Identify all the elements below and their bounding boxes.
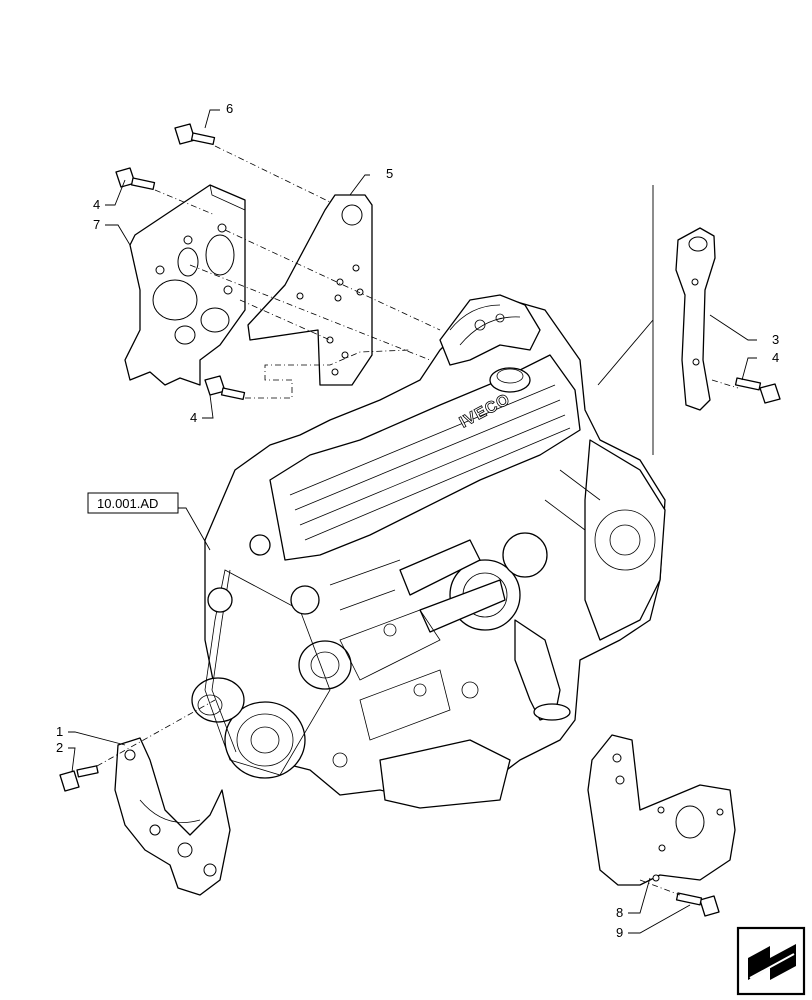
assembly-lines (96, 145, 739, 896)
callout-9: 9 (616, 925, 623, 940)
mounting-plate-5 (247, 194, 373, 386)
bolt-6 (174, 123, 216, 146)
callout-4-top: 4 (93, 197, 100, 212)
callout-labels: 6 5 4 7 4 3 4 1 2 8 9 (56, 101, 779, 940)
bolt-4-right (734, 377, 781, 404)
bolt-4-mid (204, 375, 246, 401)
bracket-1 (114, 737, 231, 896)
callout-1: 1 (56, 724, 63, 739)
callout-4-right: 4 (772, 350, 779, 365)
strap-bracket-3 (675, 227, 716, 411)
callout-8: 8 (616, 905, 623, 920)
bolt-2 (59, 765, 99, 792)
callout-7: 7 (93, 217, 100, 232)
callout-2: 2 (56, 740, 63, 755)
callout-3: 3 (772, 332, 779, 347)
bolt-4-top (115, 167, 156, 191)
arrow-icon[interactable] (736, 926, 806, 996)
callout-4-mid: 4 (190, 410, 197, 425)
divider-line (597, 185, 654, 455)
leader-lines (68, 109, 757, 934)
engine-assembly: IVECO (191, 294, 666, 809)
bracket-8 (587, 734, 736, 886)
reference-box[interactable]: 10.001.AD (87, 492, 179, 514)
callout-6: 6 (226, 101, 233, 116)
callout-5: 5 (386, 166, 393, 181)
bolt-9 (675, 892, 720, 917)
bracket-plate-7 (124, 184, 246, 386)
reference-box-label: 10.001.AD (97, 496, 158, 511)
